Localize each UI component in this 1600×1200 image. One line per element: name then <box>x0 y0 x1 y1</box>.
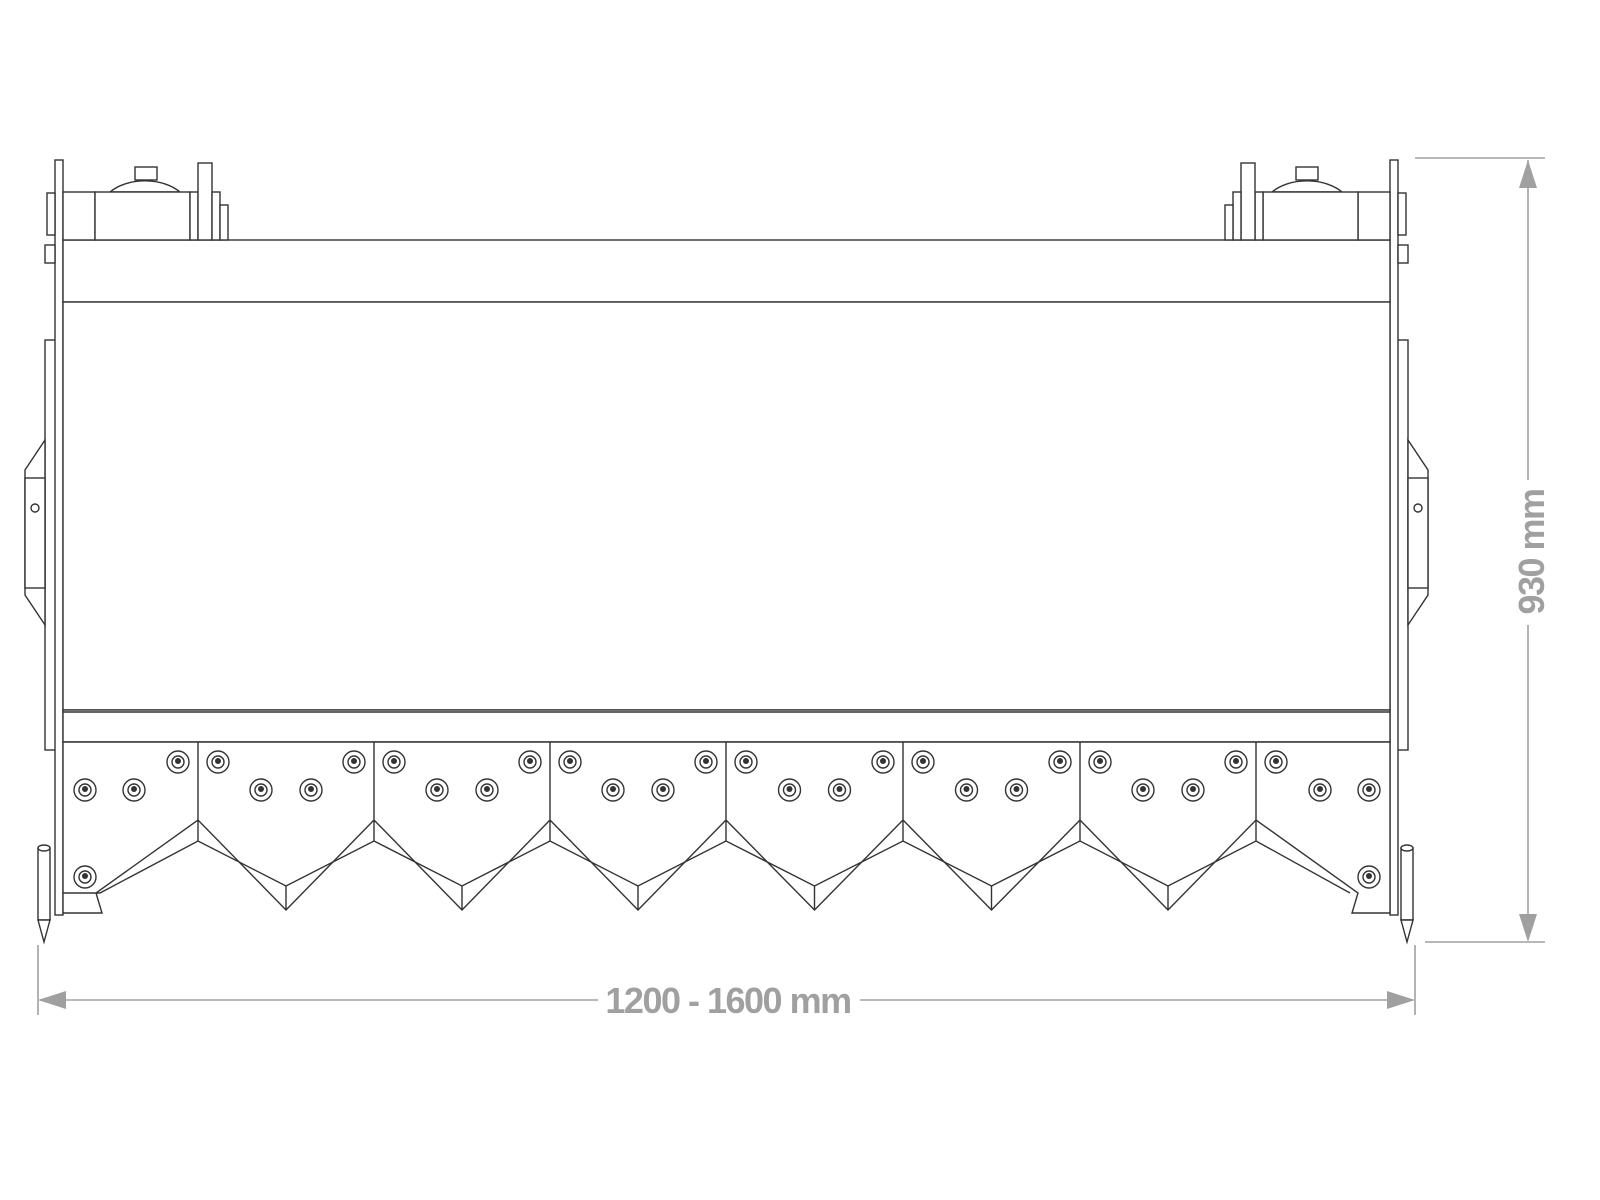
bolt <box>734 750 758 774</box>
bolt-dot <box>963 786 970 792</box>
bolt <box>601 778 625 802</box>
bolt-dot <box>920 758 926 764</box>
bolt <box>651 778 675 802</box>
bolt <box>382 750 406 774</box>
bolt-dot <box>660 786 666 792</box>
bolt <box>122 778 146 802</box>
bolt <box>425 778 449 802</box>
bolt-dot <box>1190 786 1196 792</box>
bolt-dot <box>434 786 440 792</box>
bolt-dot <box>1366 873 1372 879</box>
bolt <box>1357 865 1381 889</box>
bucket-body <box>54 159 1399 916</box>
bolt-dot <box>1366 786 1372 792</box>
bolt <box>518 750 542 774</box>
right-side-pin <box>1400 844 1414 945</box>
bolt-dot <box>82 873 88 879</box>
bolt-dot <box>308 786 314 792</box>
bolt-dot <box>567 758 573 764</box>
bolt-dot <box>786 786 793 792</box>
bolt-dot <box>836 786 843 792</box>
bolt-dot <box>703 758 709 764</box>
bolt <box>954 778 979 802</box>
height-dimension-label: 930 mm <box>1511 489 1552 614</box>
bolt <box>911 750 935 774</box>
bolt-dot <box>351 758 357 764</box>
left-hinge <box>44 162 229 264</box>
bolt-dot <box>1140 786 1146 792</box>
bolt <box>1224 750 1248 774</box>
bolt <box>249 778 273 802</box>
bolt <box>558 750 582 774</box>
bolt <box>299 778 323 802</box>
bolt-dot <box>484 786 490 792</box>
bolt-dot <box>391 758 397 764</box>
bolt-dot <box>215 758 221 764</box>
bolt-dot <box>527 758 533 764</box>
bolt <box>206 750 230 774</box>
blade-bevel-line <box>63 840 1351 894</box>
bolt <box>1048 750 1072 774</box>
bolt-dot <box>82 786 88 792</box>
bolt-dot <box>880 758 886 764</box>
cutting-edge-teeth <box>62 741 1391 914</box>
bolt-dot <box>258 786 264 792</box>
bolt <box>1088 750 1112 774</box>
bolt <box>73 865 97 889</box>
bolt <box>1308 778 1332 802</box>
bolt <box>777 778 802 802</box>
bolt <box>827 778 852 802</box>
width-dimension-label: 1200 - 1600 mm <box>605 980 850 1021</box>
bolt-group <box>73 750 1381 889</box>
bolt-dot <box>131 786 137 792</box>
bolt-dot <box>743 758 749 764</box>
bolt <box>166 750 190 774</box>
bolt-dot <box>1097 758 1103 764</box>
bolt <box>1264 750 1288 774</box>
bolt <box>871 750 895 774</box>
right-hinge <box>1224 162 1409 264</box>
width-dimension: 1200 - 1600 mm <box>37 945 1416 1021</box>
left-side-bracket <box>24 339 58 751</box>
right-side-bracket <box>1395 339 1429 751</box>
bolt-dot <box>610 786 616 792</box>
height-dimension: 930 mm <box>1415 157 1552 943</box>
bolt-dot <box>1273 758 1279 764</box>
bolt-dot <box>1013 786 1020 792</box>
bolt-dot <box>1317 786 1323 792</box>
bolt <box>1181 778 1205 802</box>
bolt-dot <box>1233 758 1239 764</box>
blade-plate <box>62 741 1391 914</box>
bolt <box>694 750 718 774</box>
bolt <box>475 778 499 802</box>
bolt-dot <box>1057 758 1063 764</box>
bolt <box>342 750 366 774</box>
bolt <box>1131 778 1155 802</box>
bolt-dot <box>175 758 181 764</box>
bolt <box>1357 778 1381 802</box>
bolt <box>1004 778 1029 802</box>
bolt <box>73 778 97 802</box>
left-side-pin <box>37 844 51 945</box>
